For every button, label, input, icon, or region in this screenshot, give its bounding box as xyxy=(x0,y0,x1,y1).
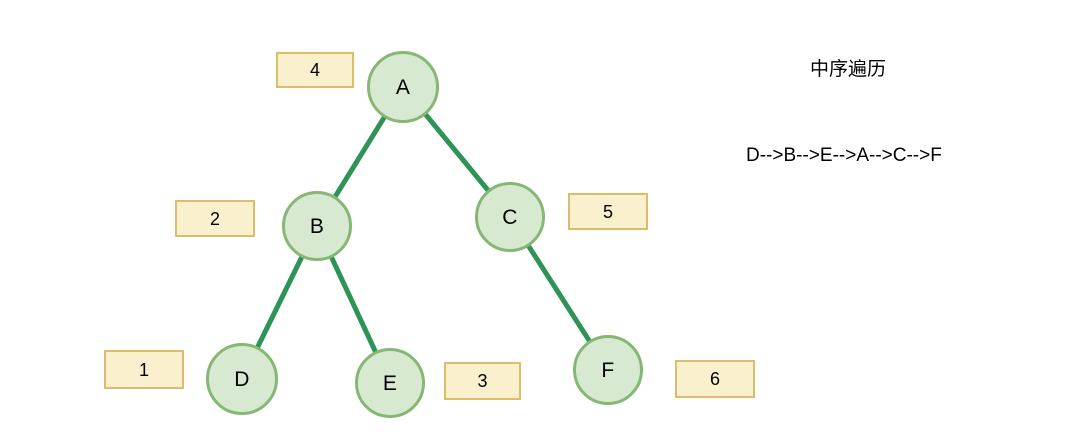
traversal-title: 中序遍历 xyxy=(810,59,887,80)
tree-node-e[interactable]: E xyxy=(355,348,425,418)
tree-node-c-label: C xyxy=(502,205,518,229)
tree-node-b-label: B xyxy=(309,214,325,238)
order-tag-3-value: 3 xyxy=(477,371,488,391)
tree-node-a[interactable]: A xyxy=(367,51,439,123)
order-tag-5: 5 xyxy=(568,193,648,230)
order-tag-3: 3 xyxy=(444,362,521,400)
tree-node-b[interactable]: B xyxy=(282,191,352,261)
tree-node-a-label: A xyxy=(395,75,411,99)
order-tag-1-value: 1 xyxy=(138,359,149,380)
tree-edge-a-c xyxy=(422,110,492,195)
tree-node-d[interactable]: D xyxy=(206,343,278,415)
order-tag-1: 1 xyxy=(104,350,184,389)
order-tag-4-value: 4 xyxy=(309,60,320,80)
tree-node-f[interactable]: F xyxy=(573,335,643,405)
order-tag-2: 2 xyxy=(175,200,255,237)
tree-node-f-label: F xyxy=(601,358,615,382)
order-tag-6-value: 6 xyxy=(709,369,720,389)
tree-edge-b-d xyxy=(254,253,305,351)
order-tag-2-value: 2 xyxy=(209,208,220,229)
tree-edge-c-f xyxy=(525,242,593,345)
tree-edge-a-b xyxy=(331,113,388,201)
tree-node-d-label: D xyxy=(234,367,250,391)
order-tag-4: 4 xyxy=(276,52,354,88)
traversal-sequence: D-->B-->E-->A-->C-->F xyxy=(746,145,942,166)
tree-edge-b-e xyxy=(328,253,379,356)
tree-node-e-label: E xyxy=(382,371,398,395)
order-tag-6: 6 xyxy=(675,360,755,398)
order-tag-5-value: 5 xyxy=(602,201,613,222)
tree-node-c[interactable]: C xyxy=(475,182,545,252)
